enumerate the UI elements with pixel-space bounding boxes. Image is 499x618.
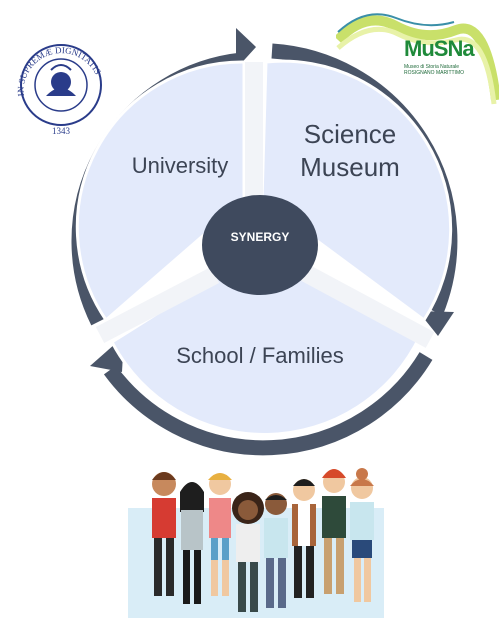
person-7: [322, 469, 346, 594]
musna-name: MuSNa: [404, 36, 475, 61]
segment-university: [75, 60, 246, 323]
label-synergy: SYNERGY: [230, 230, 290, 244]
person-3: [208, 473, 232, 596]
person-6: [292, 479, 316, 598]
svg-text:1343: 1343: [52, 126, 71, 136]
divider-right: [295, 262, 435, 348]
arrowhead-top: [236, 28, 256, 69]
arrow-school-to-university: [103, 352, 433, 456]
people-group-illustration: [128, 468, 384, 618]
label-school-families: School / Families: [176, 343, 344, 368]
person-2: [180, 482, 204, 604]
musna-subtitle: Museo di Storia Naturale ROSIGNANO MARIT…: [404, 64, 464, 76]
musna-wave-logo: [336, 13, 499, 105]
university-seal-text: IN SUPREMÆ DIGNITATIS 1343: [16, 45, 103, 136]
label-university: University: [131, 153, 229, 178]
university-seal-logo: [20, 44, 102, 126]
person-1: [152, 472, 176, 596]
segment-museum: [260, 59, 453, 323]
person-5: [264, 493, 288, 608]
divider-left: [95, 267, 220, 343]
person-8: [350, 468, 374, 602]
synergy-hub: [202, 195, 318, 295]
label-science-museum: Science Museum: [300, 119, 400, 182]
svg-text:IN SUPREMÆ DIGNITATIS: IN SUPREMÆ DIGNITATIS: [16, 45, 103, 97]
person-4: [232, 492, 264, 612]
